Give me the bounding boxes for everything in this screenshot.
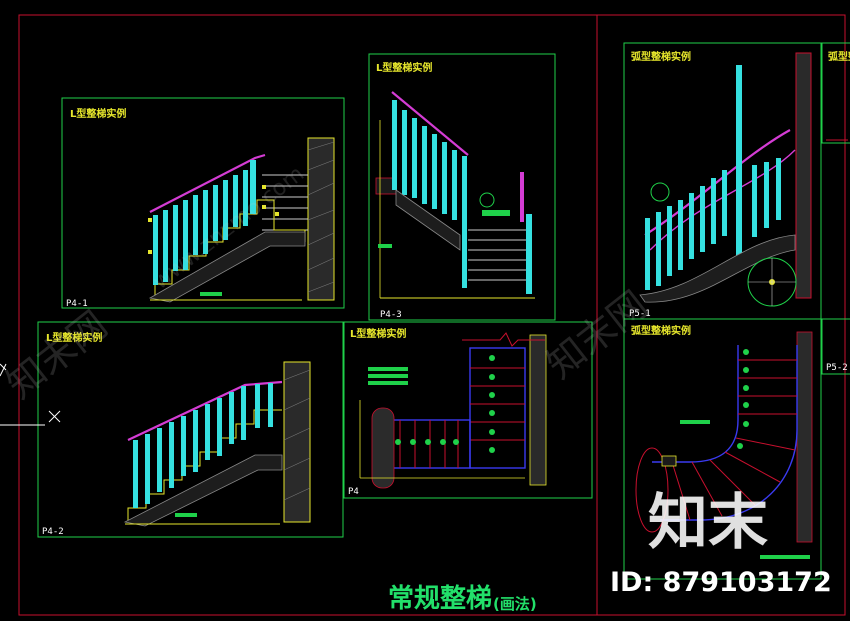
watermark-logo: 知末 — [648, 488, 768, 558]
panel-caption: L型整梯实例 — [350, 327, 406, 340]
panel-p4-1[interactable]: L型整梯实例 P4-1 — [61, 97, 345, 309]
panel-caption: L型整梯实例 — [70, 107, 126, 120]
panel-p4-3[interactable]: L型整梯实例 P4-3 — [368, 53, 556, 321]
watermark-faint: 知末网 — [0, 302, 115, 407]
panel-p5-3[interactable]: 弧型整梯实例 — [623, 318, 822, 580]
panel-p4[interactable]: L型整梯实例 P4 — [343, 321, 593, 499]
panel-code: P4-3 — [380, 310, 402, 320]
sheet-border — [18, 14, 846, 616]
panel-p4-2[interactable]: L型整梯实例 P4-2 — [37, 321, 344, 538]
panel-caption: 弧型整梯实例 — [631, 50, 691, 63]
watermark-id: ID: 879103172 — [610, 567, 832, 598]
panel-p5-x[interactable]: 弧型整梯实例 — [821, 42, 850, 144]
panel-caption: 弧型整梯实例 — [631, 324, 691, 337]
panel-code: P4-1 — [66, 299, 88, 309]
panel-p5-2[interactable]: P5-2 — [821, 318, 850, 375]
panel-p5-1[interactable]: 弧型整梯实例 P5-1 — [623, 42, 822, 320]
panel-caption: L型整梯实例 — [376, 61, 432, 74]
ucs-axis-icon — [0, 363, 61, 426]
panel-caption: 弧型整梯实例 — [828, 50, 850, 63]
panel-code: P5-1 — [629, 309, 651, 319]
panel-code: P5-2 — [826, 363, 848, 373]
panel-caption: L型整梯实例 — [46, 331, 102, 344]
watermark-url: www.znzmo.com — [148, 161, 309, 294]
panel-code: P4 — [348, 487, 359, 497]
sheet-subtitle: (画法) — [493, 595, 537, 613]
sheet-title: 常规整梯 — [388, 583, 492, 614]
panel-code: P4-2 — [42, 527, 64, 537]
